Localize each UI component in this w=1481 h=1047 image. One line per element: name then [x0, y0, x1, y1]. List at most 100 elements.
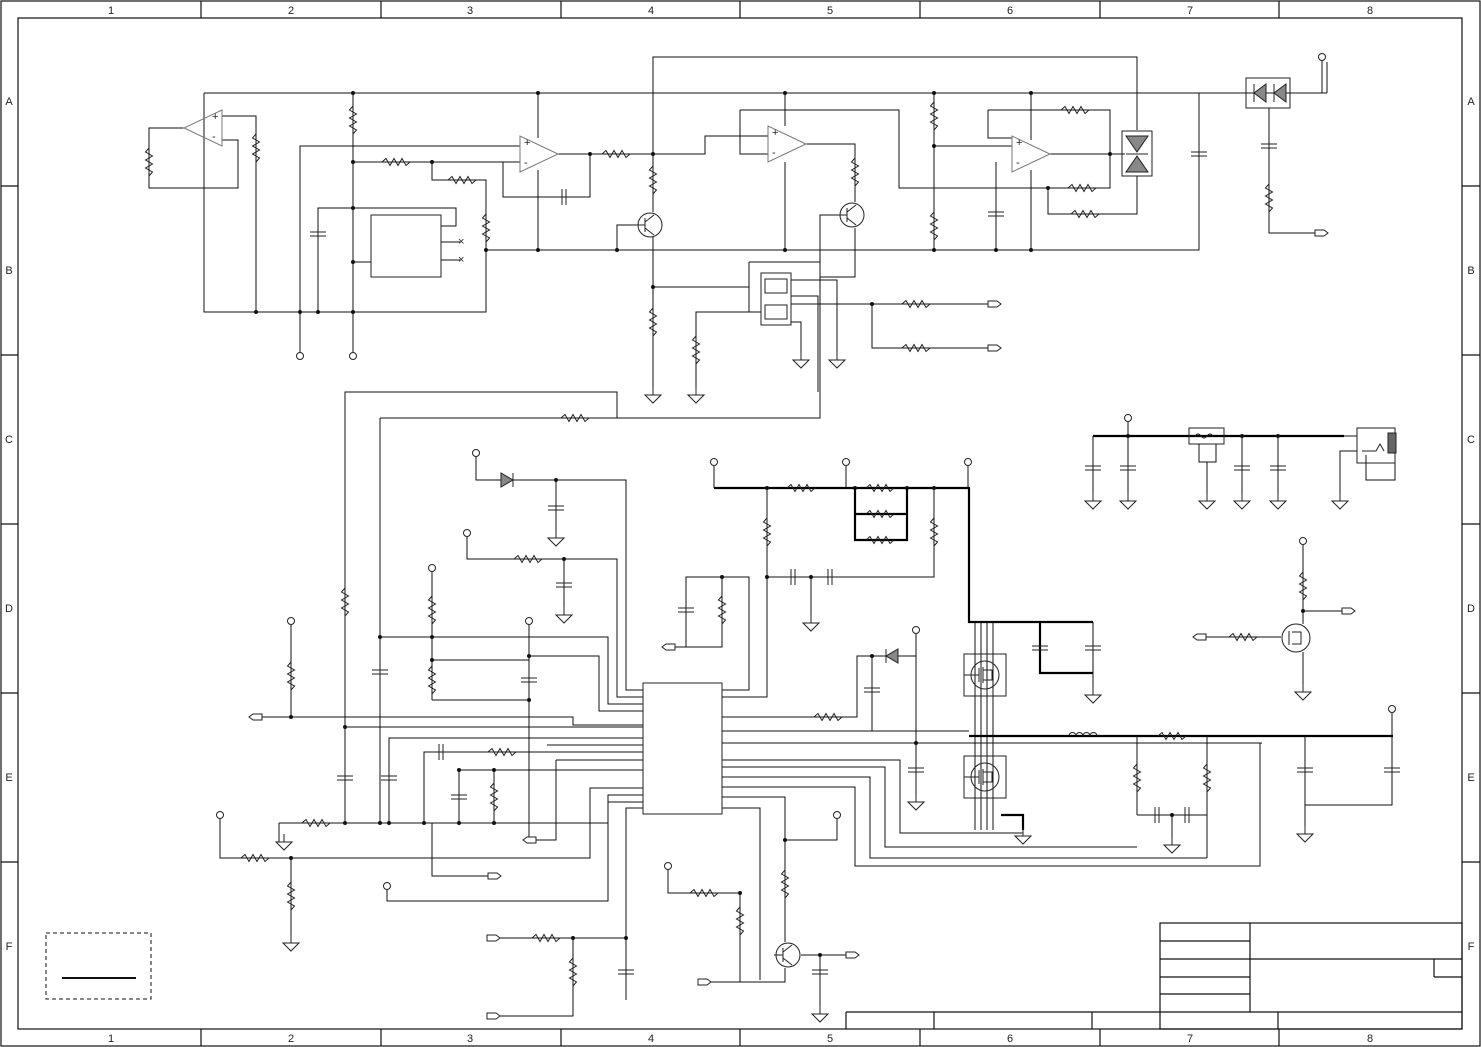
- terminal-icon: [349, 352, 357, 360]
- junction: [343, 821, 347, 825]
- mosfet-icon: [963, 755, 1007, 799]
- tvs-diode-icon: [1121, 130, 1153, 177]
- resistor-icon: [447, 175, 477, 185]
- terminal-icon: [1388, 705, 1396, 713]
- junction: [720, 575, 724, 579]
- capacitor-icon: [1085, 645, 1101, 651]
- components: +-××+-+-+-: [144, 53, 1400, 1023]
- wire: [262, 716, 643, 726]
- svg-text:+: +: [212, 111, 218, 123]
- terminal-icon: [525, 617, 533, 625]
- junction: [932, 91, 936, 95]
- ground-icon: [554, 607, 574, 624]
- resistor-icon: [381, 157, 411, 167]
- wire: [987, 110, 1012, 139]
- resistor-icon: [929, 211, 939, 241]
- junction: [351, 91, 355, 95]
- ground-icon: [1268, 493, 1288, 510]
- capacitor-icon: [1184, 807, 1190, 823]
- resistor-icon: [1067, 183, 1097, 193]
- resistor-icon: [901, 299, 931, 309]
- wire: [653, 135, 768, 155]
- junction: [1029, 91, 1033, 95]
- junction: [378, 635, 382, 639]
- wire: [502, 154, 591, 198]
- wire: [1268, 108, 1315, 234]
- mosfet-icon: [963, 653, 1007, 697]
- wire: [423, 751, 643, 823]
- terminal-icon: [472, 449, 480, 457]
- ground-icon: [643, 387, 663, 404]
- capacitor-icon: [908, 767, 924, 773]
- resistor-icon: [717, 595, 727, 625]
- junction: [343, 725, 347, 729]
- wire: [791, 279, 838, 355]
- resistor-icon: [1202, 763, 1212, 793]
- svg-text:+: +: [1016, 137, 1022, 149]
- resistor-icon: [1298, 571, 1308, 601]
- resistor-icon: [601, 149, 631, 159]
- row-label: A: [1467, 96, 1475, 108]
- wire: [353, 161, 487, 250]
- terminal-icon: [964, 458, 972, 466]
- wire: [652, 56, 1138, 130]
- junction: [387, 821, 391, 825]
- row-label: F: [6, 941, 13, 953]
- wire: [1047, 176, 1138, 215]
- wire: [148, 127, 239, 189]
- ground-icon: [1013, 828, 1033, 845]
- wire: [686, 577, 723, 648]
- capacitor-icon: [812, 969, 828, 975]
- column-label: 8: [1367, 5, 1373, 17]
- capacitor-icon: [548, 505, 564, 511]
- row-label: C: [5, 434, 13, 446]
- ground-icon: [827, 352, 847, 369]
- column-label: 4: [648, 1033, 654, 1045]
- port-icon: [486, 1012, 501, 1020]
- resistor-icon: [1070, 209, 1100, 219]
- resistor-icon: [691, 335, 701, 365]
- capacitor-icon: [521, 677, 537, 683]
- terminal-icon: [664, 862, 672, 870]
- column-label: 6: [1007, 1033, 1013, 1045]
- column-label: 3: [467, 1033, 473, 1045]
- ground-icon: [1083, 687, 1103, 704]
- capacitor-icon: [556, 582, 572, 588]
- resistor-icon: [865, 509, 895, 519]
- resistor-icon: [735, 906, 745, 936]
- wire: [722, 766, 1137, 848]
- resistor-icon: [427, 665, 437, 695]
- port-icon: [486, 934, 501, 942]
- ground-icon: [1293, 684, 1313, 701]
- svg-text:-: -: [524, 157, 528, 169]
- row-label: D: [1467, 603, 1475, 615]
- svg-text:-: -: [772, 147, 776, 159]
- column-label: 4: [648, 5, 654, 17]
- capacitor-icon: [1384, 767, 1400, 773]
- legend-box: [45, 932, 152, 1000]
- wire: [791, 295, 819, 392]
- resistor-icon: [813, 712, 843, 722]
- wire: [739, 110, 768, 155]
- resistor-icon: [427, 595, 437, 625]
- terminal-icon: [463, 529, 471, 537]
- resistor-icon: [489, 782, 499, 812]
- dual-mosfet-icon: [760, 272, 792, 326]
- no-connect-mark: ×: [458, 236, 464, 248]
- capacitor-icon: [337, 775, 353, 781]
- wire: [722, 488, 768, 698]
- resistor-icon: [286, 881, 296, 911]
- resistor-icon: [348, 105, 358, 135]
- title-block-frame: [1159, 922, 1463, 1030]
- diode-pair-icon: [1245, 77, 1291, 109]
- wire: [499, 807, 643, 939]
- ground-icon: [801, 615, 821, 632]
- wire: [722, 776, 1207, 859]
- port-icon: [1341, 607, 1356, 615]
- wire: [806, 143, 856, 202]
- capacitor-icon: [1120, 465, 1136, 471]
- capacitor-icon: [827, 569, 833, 585]
